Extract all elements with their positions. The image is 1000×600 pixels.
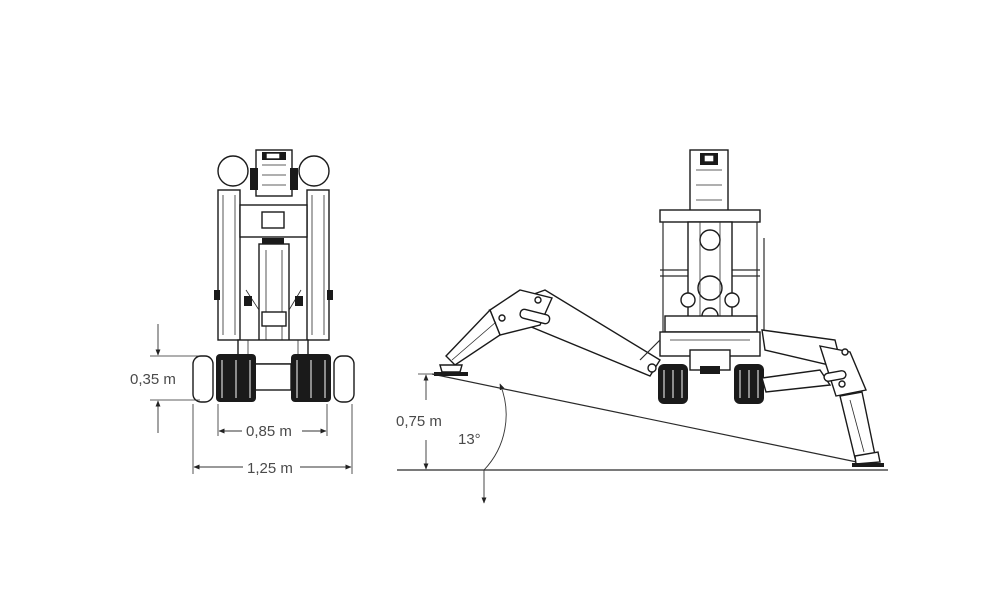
side-cage: [659, 209, 765, 357]
right-light-ball: [298, 155, 330, 187]
track-height-label: 0,35 m: [130, 371, 176, 388]
left-light-ball: [217, 155, 249, 187]
front-right-track: [291, 354, 355, 403]
slope-angle-label: 13°: [458, 431, 481, 448]
side-dimensions: 0,75 m 13°: [396, 373, 507, 504]
overall-width-label: 1,25 m: [247, 460, 293, 477]
front-left-track: [192, 354, 256, 403]
side-left-track: [658, 364, 688, 404]
front-left-column: [217, 189, 241, 341]
front-center-mast: [258, 243, 290, 355]
right-outrigger: [761, 329, 884, 467]
left-outrigger: [434, 289, 661, 377]
slope-line: [431, 373, 877, 467]
slope-angle-arc: [483, 383, 507, 471]
side-right-track: [734, 364, 764, 404]
track-inner-width-label: 0,85 m: [246, 423, 292, 440]
side-view-machine: [397, 149, 888, 471]
front-view-machine: [192, 149, 355, 403]
outrigger-height-label: 0,75 m: [396, 413, 442, 430]
front-dimensions: 0,35 m 0,85 m 1,25 m: [130, 324, 353, 477]
front-right-column: [306, 189, 330, 341]
